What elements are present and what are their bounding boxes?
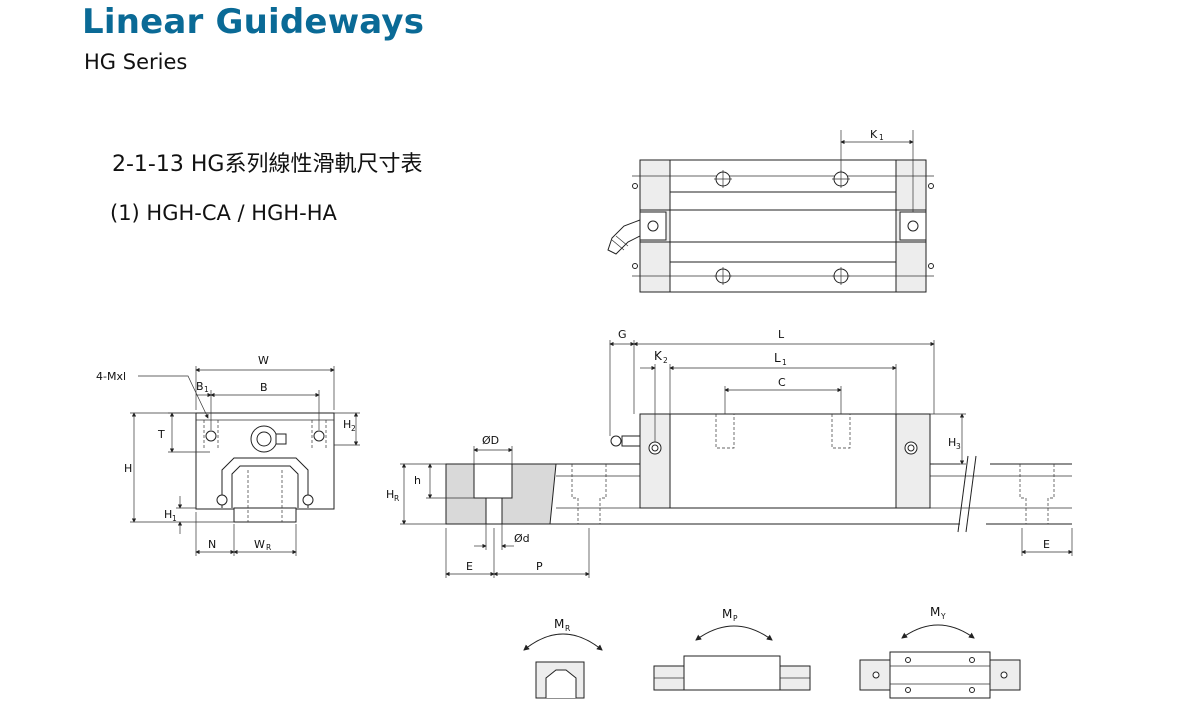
h-small-label: h (414, 474, 421, 487)
b-label: B (260, 381, 268, 394)
mp-label-sub: P (733, 614, 738, 623)
mr-label: M (554, 617, 564, 631)
k2-label: K (654, 349, 663, 363)
hr-label: H (386, 488, 394, 501)
p-label: P (536, 560, 543, 573)
od-small-label: Ød (514, 532, 530, 545)
front-view-drawing (130, 366, 360, 556)
top-view-drawing (607, 130, 934, 293)
model-heading: (1) HGH-CA / HGH-HA (110, 201, 337, 225)
my-label: M (930, 605, 940, 619)
l1-label: L (774, 351, 781, 365)
h3-label-sub: 3 (956, 442, 961, 451)
k1-label: K (870, 128, 878, 141)
h1-label: H (164, 508, 172, 521)
h1-label-sub: 1 (172, 514, 177, 523)
k2-label-sub: 2 (663, 356, 668, 365)
b1-label: B (196, 380, 204, 393)
moment-my-icon (859, 624, 1021, 699)
section-heading: 2-1-13 HG系列線性滑軌尺寸表 (112, 152, 423, 177)
page-title: Linear Guideways (82, 2, 425, 42)
side-view-drawing (400, 340, 1073, 578)
h3-label: H (948, 436, 956, 449)
h-label: H (124, 462, 132, 475)
n-label: N (208, 538, 216, 551)
mp-label: M (722, 607, 732, 621)
b1-label-sub: 1 (204, 385, 209, 394)
mr-label-sub: R (565, 624, 570, 633)
l1-label-sub: 1 (782, 358, 787, 367)
moment-mr-icon (523, 633, 603, 699)
g-label: G (618, 328, 627, 341)
l-label: L (778, 328, 785, 341)
hr-label-sub: R (394, 494, 399, 503)
c-label: C (778, 376, 786, 389)
h2-label: H (343, 418, 351, 431)
thread-label: 4-Mxl (96, 370, 126, 383)
wr-label: W (254, 538, 265, 551)
my-label-sub: Y (940, 612, 946, 621)
k1-label-sub: 1 (879, 133, 884, 142)
h2-label-sub: 2 (351, 424, 356, 433)
moment-mp-icon (653, 625, 811, 691)
od-big-label: ØD (482, 434, 499, 447)
series-subtitle: HG Series (84, 50, 188, 74)
w-label: W (258, 354, 269, 367)
t-label: T (157, 428, 165, 441)
e-left-label: E (466, 560, 473, 573)
wr-label-sub: R (266, 543, 271, 552)
e-right-label: E (1043, 538, 1050, 551)
